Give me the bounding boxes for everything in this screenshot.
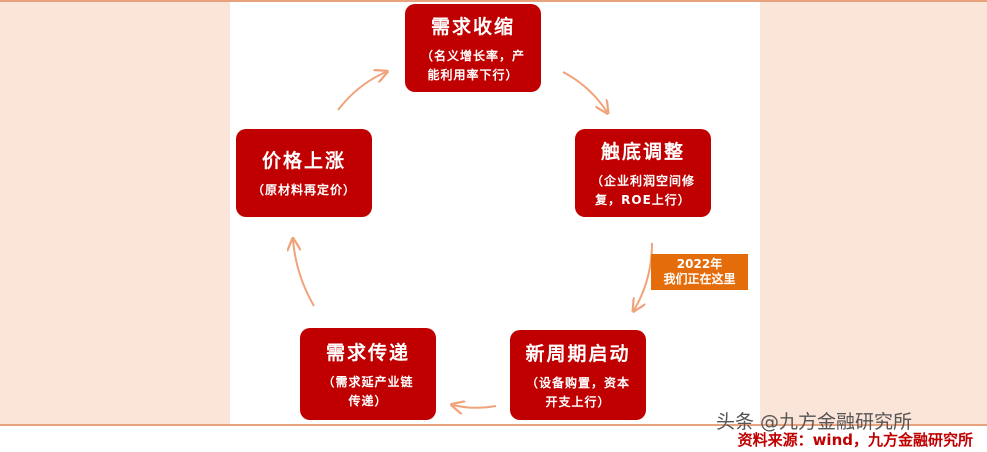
- left-shaded-margin: [0, 0, 230, 425]
- arrow-top-to-right: [562, 71, 607, 112]
- node-demand-contraction: 需求收缩 （名义增长率，产 能利用率下行）: [405, 4, 541, 92]
- node-desc-line: （名义增长率，产: [420, 48, 525, 63]
- watermark: 头条 @九方金融研究所: [716, 411, 913, 433]
- node-desc-line: （企业利润空间修: [590, 173, 695, 188]
- top-rule: [0, 0, 987, 2]
- node-desc-line: （设备购置，资本: [525, 375, 630, 390]
- node-title: 需求传递: [325, 341, 410, 364]
- node-title: 价格上涨: [261, 150, 346, 172]
- bottom-rule: [0, 424, 987, 426]
- node-title: 需求收缩: [430, 15, 515, 38]
- node-title: 新周期启动: [525, 342, 631, 365]
- arrow-bottom-right-to-bottom-left: [453, 405, 497, 408]
- callout-text: 我们正在这里: [663, 272, 736, 286]
- callout-year: 2022年: [676, 257, 723, 271]
- node-bottoming-adjustment: 触底调整 （企业利润空间修 复，ROE上行）: [575, 129, 711, 217]
- node-title: 触底调整: [600, 140, 685, 163]
- node-desc-line: 传递）: [348, 393, 388, 408]
- we-are-here-callout: 2022年 我们正在这里: [651, 254, 748, 290]
- node-desc-line: 复，ROE上行）: [595, 192, 691, 207]
- node-desc-line: （原材料再定价）: [251, 183, 356, 197]
- node-price-rise: 价格上涨 （原材料再定价）: [236, 129, 372, 217]
- right-shaded-margin: [760, 0, 987, 425]
- arrow-right-to-bottom-right: [634, 242, 653, 310]
- source-note: 资料来源：wind，九方金融研究所: [737, 431, 973, 449]
- node-demand-transmission: 需求传递 （需求延产业链 传递）: [300, 328, 436, 420]
- arrow-left-to-top: [337, 72, 386, 111]
- node-desc-line: 能利用率下行）: [427, 67, 519, 82]
- node-desc-line: （需求延产业链: [322, 374, 414, 389]
- node-desc-line: 开支上行）: [545, 394, 611, 409]
- node-new-cycle-start: 新周期启动 （设备购置，资本 开支上行）: [510, 330, 646, 420]
- arrow-bottom-left-to-left: [293, 240, 315, 307]
